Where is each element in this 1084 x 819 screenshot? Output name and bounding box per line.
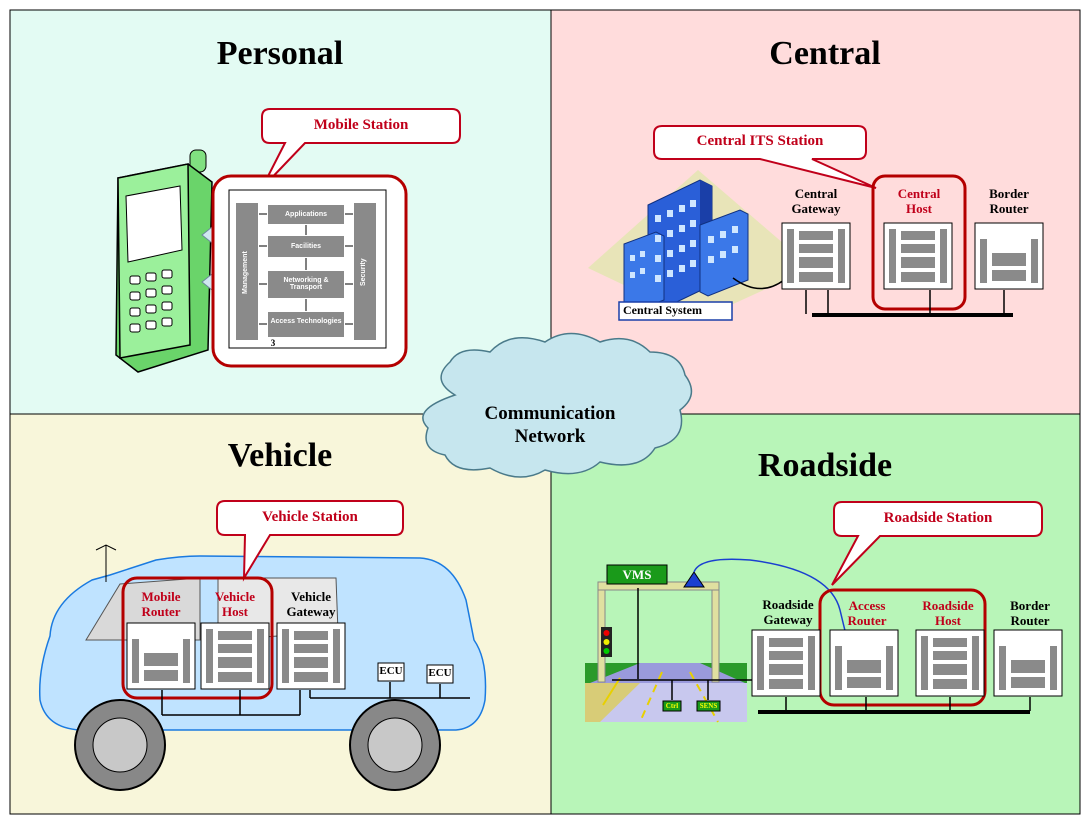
vehicle-host-stack [200,622,270,690]
road-scene [585,564,757,723]
building-icon [623,179,749,313]
cloud-label: Communication Network [455,402,645,448]
mobile-phone-icon [115,149,213,373]
border-router-stack [974,222,1044,290]
roadside-title: Roadside [757,447,893,484]
roadside-station-callout [831,501,1043,586]
vms-label: VMS [622,567,652,582]
protocol-stack [228,189,387,349]
stack-layer-applications: Applications [284,211,327,218]
roadside-host-stack [915,629,985,697]
vehicle-station-label: Vehicle Station [262,509,358,525]
cloud-label-line2: Network [514,426,586,447]
central-system-label: Central System [623,303,702,317]
mobile-station-label: Mobile Station [313,117,409,133]
stack-page-number: 3 [270,338,276,348]
vehicle-station-frame [121,576,274,700]
ctrl-label: Ctrl [665,702,679,710]
stack-management-bar: Management [242,251,249,294]
central-its-station-callout [653,125,877,189]
vms-sign [606,564,668,585]
stack-security-bar: Security [360,258,367,287]
mobile-router-stack [126,622,196,690]
vehicle-gateway-stack [276,622,346,690]
ecu-box-1 [377,662,405,682]
ecu-box-2 [426,664,454,684]
roadside-gateway-stack [751,629,821,697]
stack-layer-access: Access Technologies [270,318,342,325]
mobile-station-callout [261,108,461,189]
ecu-label-2: ECU [428,667,452,679]
cloud-label-line1: Communication [484,403,616,424]
roadside-border-router-stack [993,629,1063,697]
central-host-stack [883,222,953,290]
sens-label: SENS [699,702,718,710]
stack-layer-facilities: Facilities [291,243,321,250]
central-host-frame [871,174,967,311]
vehicle-station-callout [216,500,404,582]
communication-network-cloud [422,332,693,478]
central-its-station-label: Central ITS Station [696,133,824,149]
quadrant-roadside-bg [551,414,1080,814]
personal-title: Personal [216,35,344,72]
stack-layer-networking: Networking & Transport [283,277,329,291]
central-title: Central [769,35,881,72]
central-gateway-stack [781,222,851,290]
roadside-station-label: Roadside Station [883,510,993,526]
ecu-label-1: ECU [379,665,403,677]
vehicle-title: Vehicle [227,437,333,474]
central-system-label-box [618,301,733,321]
access-router-stack [829,629,899,697]
